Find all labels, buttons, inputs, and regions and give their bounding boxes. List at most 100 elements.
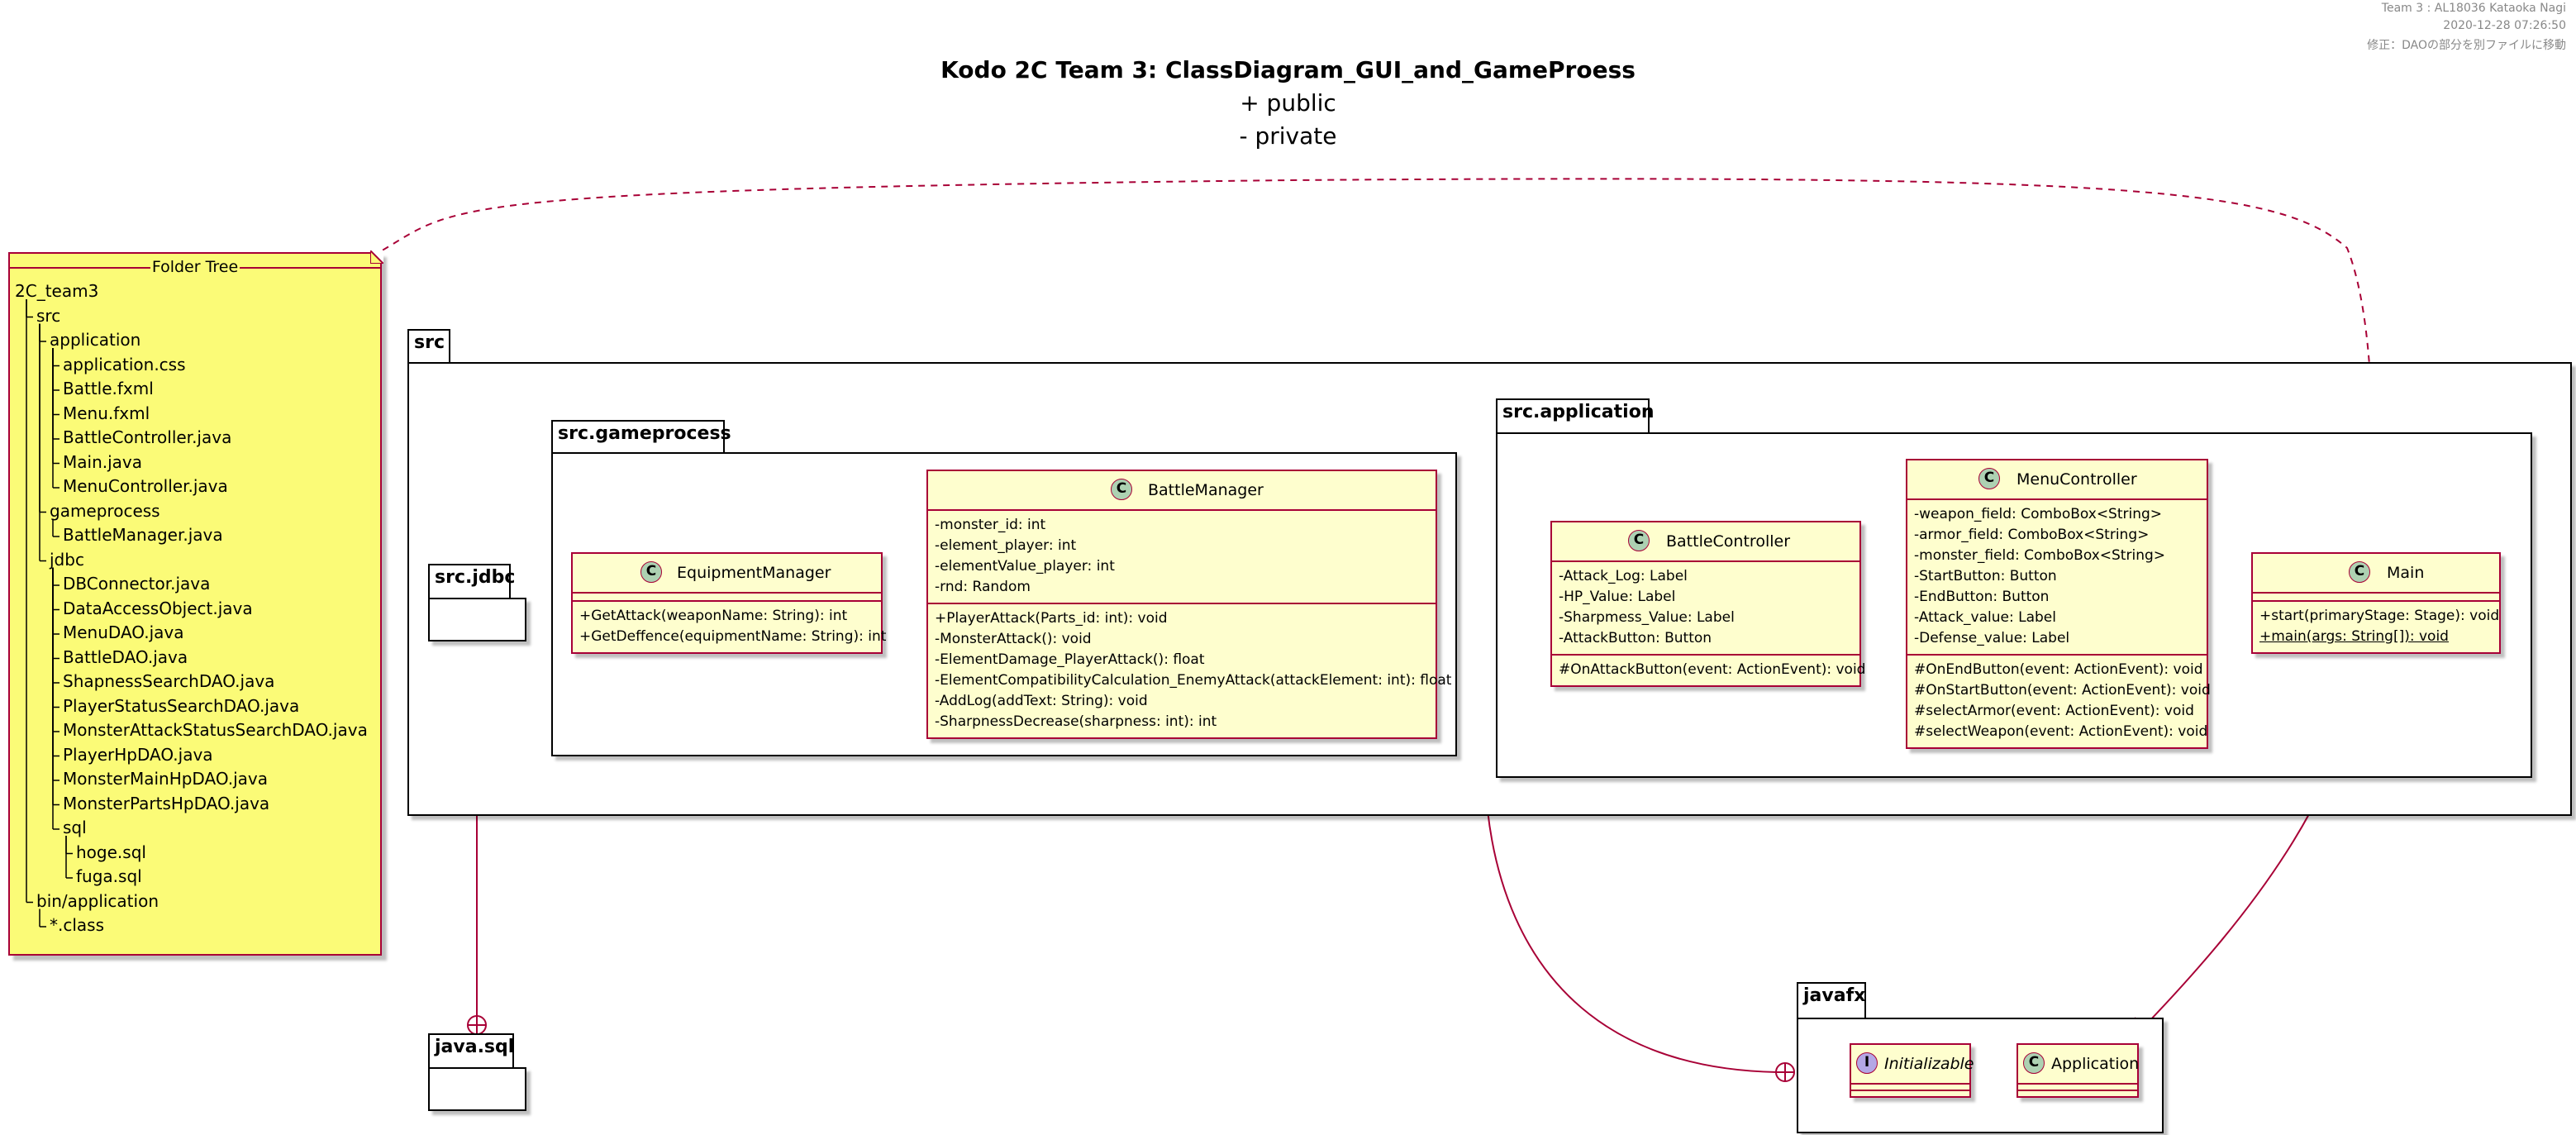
- class-methods: #OnAttackButton(event: ActionEvent): voi…: [1552, 656, 1866, 685]
- class-field: -monster_field: ComboBox<String>: [1914, 547, 2165, 564]
- class-icon: C: [1628, 530, 1650, 551]
- class-methods: +start(primaryStage: Stage): void+main(a…: [2253, 602, 2499, 652]
- header-date: 2020-12-28 07:26:50: [2443, 19, 2566, 32]
- class-method: -SharpnessDecrease(sharpness: int): int: [935, 713, 1217, 730]
- class-name: BattleManager: [1148, 481, 1264, 499]
- class-header: C Main: [2253, 554, 2499, 594]
- folder-tree-item: DBConnector.java: [63, 574, 211, 594]
- class-header: C BattleController: [1552, 522, 1859, 562]
- class-name: MenuController: [2017, 470, 2137, 489]
- class-field: -StartButton: Button: [1914, 568, 2057, 584]
- folder-tree-item: DataAccessObject.java: [63, 598, 253, 618]
- folder-tree-item: src: [36, 305, 61, 326]
- package-javafx-tab: javafx: [1797, 982, 1866, 1018]
- folder-tree-item: Menu.fxml: [63, 403, 150, 423]
- class-fields: -weapon_field: ComboBox<String> -armor_fi…: [1907, 500, 2207, 656]
- note-to-main-link: [371, 178, 2374, 553]
- class-method: #OnAttackButton(event: ActionEvent): voi…: [1559, 661, 1866, 678]
- class-field: -AttackButton: Button: [1559, 630, 1712, 646]
- class-icon: C: [1111, 479, 1132, 500]
- class-field: -EndButton: Button: [1914, 589, 2050, 605]
- class-name: EquipmentManager: [677, 564, 831, 582]
- folder-tree-item: MonsterAttackStatusSearchDAO.java: [63, 720, 368, 740]
- package-javafx-label: javafx: [1803, 985, 1866, 1006]
- class-field: -Attack_value: Label: [1914, 609, 2056, 626]
- folder-tree-item: jdbc: [50, 549, 84, 570]
- class-method: #OnStartButton(event: ActionEvent): void: [1914, 682, 2211, 699]
- class-battle-controller[interactable]: C BattleController -Attack_Log: Label-HP_V…: [1550, 521, 1866, 687]
- class-method: +main(args: String[]): void: [2259, 628, 2449, 645]
- class-field: -Attack_Log: Label: [1559, 568, 1688, 584]
- package-jdbc-tab: src.jdbc: [428, 564, 515, 598]
- class-method: #selectArmor(event: ActionEvent): void: [1914, 703, 2194, 719]
- note-fold: [369, 248, 386, 265]
- class-field: -element_player: int: [935, 537, 1077, 554]
- diagram-title: Kodo 2C Team 3: ClassDiagram_GUI_and_Gam…: [940, 56, 1636, 83]
- class-method: -MonsterAttack(): void: [935, 631, 1092, 647]
- legend-private: - private: [1239, 122, 1337, 150]
- folder-tree-item: fuga.sql: [76, 866, 142, 886]
- folder-tree-item: MenuController.java: [63, 476, 228, 496]
- package-gameprocess-tab: src.gameprocess: [551, 420, 731, 453]
- package-jdbc-label: src.jdbc: [435, 567, 516, 588]
- package-javasql-label: java.sql: [435, 1037, 515, 1057]
- folder-tree-item: MonsterMainHpDAO.java: [63, 769, 269, 789]
- class-method: -ElementDamage_PlayerAttack(): float: [935, 651, 1205, 668]
- folder-tree-item: *.class: [50, 915, 105, 935]
- folder-tree-item: Main.java: [63, 451, 143, 472]
- class-field: -monster_id: int: [935, 517, 1046, 533]
- class-field: -weapon_field: ComboBox<String>: [1914, 506, 2163, 522]
- class-fields: -Attack_Log: Label-HP_Value: Label-Sharp…: [1552, 562, 1859, 656]
- package-gameprocess-label: src.gameprocess: [558, 423, 731, 444]
- class-battle-manager[interactable]: C BattleManager -monster_id: int -element_p…: [926, 470, 1452, 739]
- class-method: +GetAttack(weaponName: String): int: [579, 608, 848, 624]
- legend-public: + public: [1240, 89, 1336, 117]
- interface-icon: I: [1856, 1052, 1878, 1074]
- class-name: Application: [2051, 1055, 2140, 1073]
- package-jdbc: [428, 598, 526, 641]
- class-main[interactable]: C Main +start(primaryStage: Stage): void+m…: [2251, 552, 2501, 654]
- class-methods: #OnEndButton(event: ActionEvent): void #O…: [1907, 656, 2211, 747]
- class-methods: +GetAttack(weaponName: String): int +GetD…: [573, 602, 887, 652]
- class-name: Main: [2387, 564, 2425, 582]
- folder-tree-item: application.css: [63, 354, 186, 374]
- package-application-tab: src.application: [1496, 398, 1655, 433]
- class-fields: [2253, 594, 2499, 602]
- class-field: -rnd: Random: [935, 579, 1031, 595]
- package-application-label: src.application: [1502, 402, 1655, 422]
- class-method: -ElementCompatibilityCalculation_EnemyAt…: [935, 672, 1452, 689]
- package-javasql: [428, 1067, 526, 1111]
- class-name: BattleController: [1666, 532, 1791, 551]
- folder-tree-item: PlayerStatusSearchDAO.java: [63, 695, 300, 716]
- folder-tree-title-text: Folder Tree: [150, 258, 240, 276]
- class-method: +GetDeffence(equipmentName: String): int: [579, 628, 887, 645]
- header-note: 修正：DAOの部分を別ファイルに移動: [2367, 39, 2566, 52]
- class-field: -Sharpmess_Value: Label: [1559, 609, 1735, 626]
- folder-tree-item: sql: [63, 818, 87, 837]
- class-field: -armor_field: ComboBox<String>: [1914, 527, 2150, 543]
- class-method: #selectWeapon(event: ActionEvent): void: [1914, 723, 2208, 740]
- class-icon: C: [2349, 561, 2370, 583]
- class-methods: +PlayerAttack(Parts_id: int): void-Monst…: [928, 604, 1452, 737]
- class-method: #OnEndButton(event: ActionEvent): void: [1914, 661, 2203, 678]
- folder-tree-item: Battle.fxml: [63, 379, 154, 398]
- folder-tree-item: gameprocess: [50, 500, 160, 521]
- folder-tree-item: 2C_team3: [15, 281, 99, 301]
- folder-tree-item: application: [50, 330, 141, 350]
- folder-tree-item: ShapnessSearchDAO.java: [63, 671, 275, 691]
- folder-tree-item: BattleManager.java: [63, 525, 223, 545]
- folder-tree-item: bin/application: [36, 890, 159, 911]
- folder-tree-item: MenuDAO.java: [63, 622, 184, 642]
- folder-tree-item: MonsterPartsHpDAO.java: [63, 793, 270, 813]
- package-javasql-tab: java.sql: [428, 1033, 514, 1068]
- folder-tree-title: Folder Tree: [10, 258, 380, 276]
- class-field: -Defense_value: Label: [1914, 630, 2070, 646]
